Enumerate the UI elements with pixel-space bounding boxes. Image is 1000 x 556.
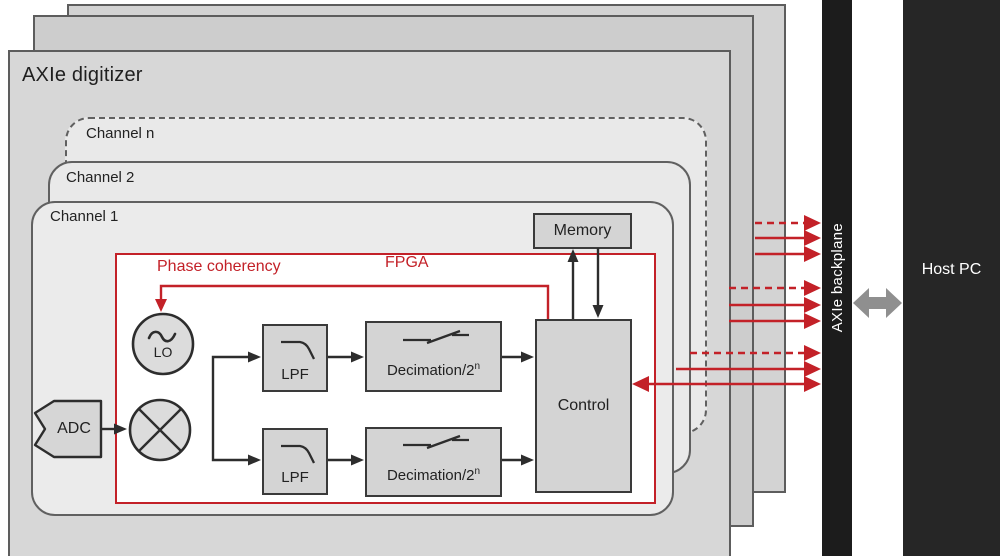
fpga-label: FPGA <box>385 254 429 271</box>
local-oscillator-shape <box>131 312 195 376</box>
adc-arrow-shape <box>33 399 103 459</box>
host-pc-label: Host PC <box>921 261 982 278</box>
adc-label: ADC <box>57 420 91 437</box>
backplane-arrows-group-bottom <box>649 351 804 386</box>
decimation-switch-icon <box>403 434 469 450</box>
channel-1-label: Channel 1 <box>50 208 119 225</box>
lpf-top-label: LPF <box>281 366 309 383</box>
host-pc-panel <box>903 0 1000 556</box>
memory-block: Memory <box>533 213 632 249</box>
lpf-response-icon <box>281 340 316 360</box>
backplane-arrows-group-top <box>755 221 804 256</box>
control-block: Control <box>535 319 632 493</box>
phase-coherency-line <box>155 284 550 319</box>
backplane-arrowheads <box>632 215 821 392</box>
signal-path-arrowheads <box>114 249 604 466</box>
lo-label: LO <box>153 344 173 360</box>
signal-path-lines <box>101 248 600 462</box>
bidirectional-gray-arrow-icon <box>853 288 902 318</box>
decimation-bottom-label: Decimation/2n <box>386 466 481 485</box>
channel-2-label: Channel 2 <box>66 169 135 186</box>
channel-n-label: Channel n <box>86 125 155 142</box>
decimation-top-label: Decimation/2n <box>386 361 481 380</box>
axie-backplane-bar: AXIe backplane <box>822 0 852 556</box>
phase-coherency-label: Phase coherency <box>157 258 281 275</box>
lpf-response-icon <box>281 444 316 464</box>
sine-icon <box>147 330 177 343</box>
memory-label: Memory <box>553 222 612 239</box>
backplane-arrows-group-middle <box>729 286 804 323</box>
decimation-block-bottom: Decimation/2n <box>365 427 502 497</box>
digitizer-title: AXIe digitizer <box>22 64 143 86</box>
decimation-switch-icon <box>403 329 469 345</box>
mixer-icon <box>128 398 192 462</box>
lpf-block-bottom: LPF <box>262 428 328 495</box>
control-label: Control <box>557 397 610 414</box>
lpf-block-top: LPF <box>262 324 328 392</box>
lpf-bottom-label: LPF <box>281 469 309 486</box>
decimation-block-top: Decimation/2n <box>365 321 502 392</box>
